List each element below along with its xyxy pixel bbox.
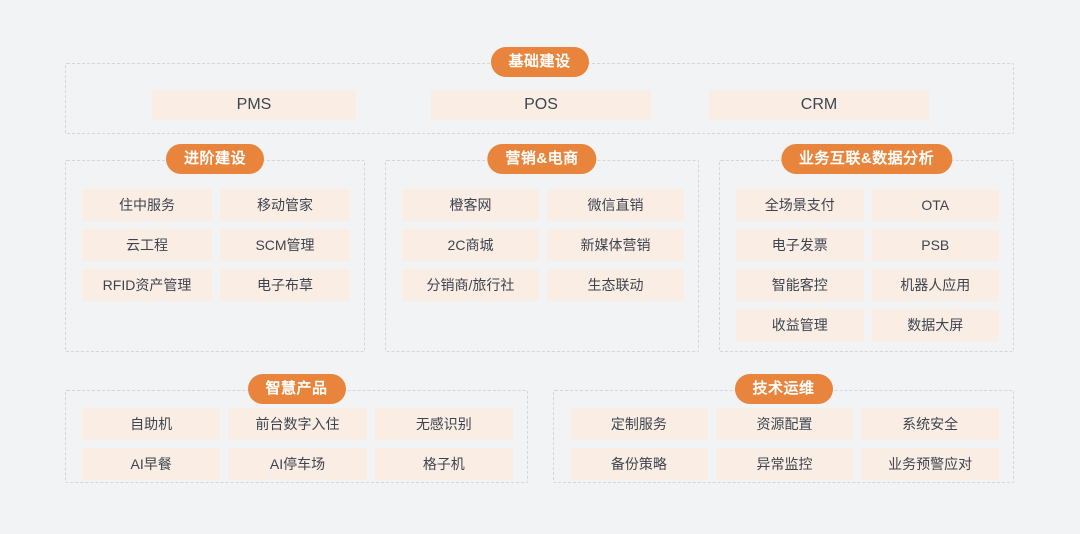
group-foundation: 基础建设 PMS POS CRM: [65, 47, 1015, 134]
group-business-tiles: 全场景支付 OTA 电子发票 PSB 智能客控 机器人应用 收益管理 数据大屏: [736, 189, 999, 341]
group-marketing: 营销&电商 橙客网 微信直销 2C商城 新媒体营销 分销商/旅行社 生态联动: [385, 144, 699, 352]
tile-advanced-2[interactable]: 移动管家: [220, 189, 350, 221]
group-advanced: 进阶建设 住中服务 移动管家 云工程 SCM管理 RFID资产管理 电子布草: [65, 144, 365, 352]
tile-techops-4[interactable]: 备份策略: [570, 448, 708, 480]
group-smart-title: 智慧产品: [247, 374, 346, 404]
tile-business-7[interactable]: 收益管理: [736, 309, 864, 341]
group-smart: 智慧产品 自助机 前台数字入住 无感识别 AI早餐 AI停车场 格子机: [65, 374, 528, 483]
group-business: 业务互联&数据分析 全场景支付 OTA 电子发票 PSB 智能客控 机器人应用 …: [719, 144, 1014, 352]
group-foundation-title: 基础建设: [490, 47, 589, 77]
tile-techops-3[interactable]: 系统安全: [861, 408, 999, 440]
tile-smart-2[interactable]: 前台数字入住: [228, 408, 367, 440]
tile-marketing-5[interactable]: 分销商/旅行社: [402, 269, 539, 301]
group-techops: 技术运维 定制服务 资源配置 系统安全 备份策略 异常监控 业务预警应对: [553, 374, 1014, 483]
tile-crm[interactable]: CRM: [709, 90, 929, 120]
group-techops-tiles: 定制服务 资源配置 系统安全 备份策略 异常监控 业务预警应对: [570, 408, 999, 480]
tile-marketing-2[interactable]: 微信直销: [547, 189, 684, 221]
tile-smart-5[interactable]: AI停车场: [228, 448, 367, 480]
tile-smart-1[interactable]: 自助机: [82, 408, 221, 440]
tile-advanced-1[interactable]: 住中服务: [82, 189, 212, 221]
group-marketing-title: 营销&电商: [487, 144, 597, 174]
tile-smart-3[interactable]: 无感识别: [374, 408, 513, 440]
tile-techops-5[interactable]: 异常监控: [715, 448, 854, 480]
group-business-title: 业务互联&数据分析: [780, 144, 953, 174]
tile-business-2[interactable]: OTA: [871, 189, 999, 221]
group-advanced-title: 进阶建设: [165, 144, 265, 174]
tile-pos[interactable]: POS: [431, 90, 651, 120]
tile-marketing-6[interactable]: 生态联动: [547, 269, 684, 301]
tile-advanced-4[interactable]: SCM管理: [220, 229, 350, 261]
tile-techops-2[interactable]: 资源配置: [715, 408, 854, 440]
tile-advanced-6[interactable]: 电子布草: [220, 269, 350, 301]
tile-smart-4[interactable]: AI早餐: [82, 448, 221, 480]
group-techops-title: 技术运维: [734, 374, 833, 404]
tile-techops-1[interactable]: 定制服务: [570, 408, 708, 440]
tile-business-3[interactable]: 电子发票: [736, 229, 864, 261]
tile-business-5[interactable]: 智能客控: [736, 269, 864, 301]
group-smart-tiles: 自助机 前台数字入住 无感识别 AI早餐 AI停车场 格子机: [82, 408, 513, 480]
tile-business-4[interactable]: PSB: [871, 229, 999, 261]
tile-pms[interactable]: PMS: [152, 90, 356, 120]
group-marketing-tiles: 橙客网 微信直销 2C商城 新媒体营销 分销商/旅行社 生态联动: [402, 189, 684, 301]
tile-marketing-1[interactable]: 橙客网: [402, 189, 539, 221]
tile-business-6[interactable]: 机器人应用: [871, 269, 999, 301]
tile-techops-6[interactable]: 业务预警应对: [861, 448, 999, 480]
tile-smart-6[interactable]: 格子机: [374, 448, 513, 480]
group-foundation-tiles: PMS POS CRM: [152, 90, 1015, 120]
tile-advanced-5[interactable]: RFID资产管理: [82, 269, 212, 301]
tile-business-1[interactable]: 全场景支付: [736, 189, 864, 221]
group-advanced-tiles: 住中服务 移动管家 云工程 SCM管理 RFID资产管理 电子布草: [82, 189, 350, 301]
tile-business-8[interactable]: 数据大屏: [871, 309, 999, 341]
tile-marketing-3[interactable]: 2C商城: [402, 229, 539, 261]
tile-marketing-4[interactable]: 新媒体营销: [547, 229, 684, 261]
tile-advanced-3[interactable]: 云工程: [82, 229, 212, 261]
